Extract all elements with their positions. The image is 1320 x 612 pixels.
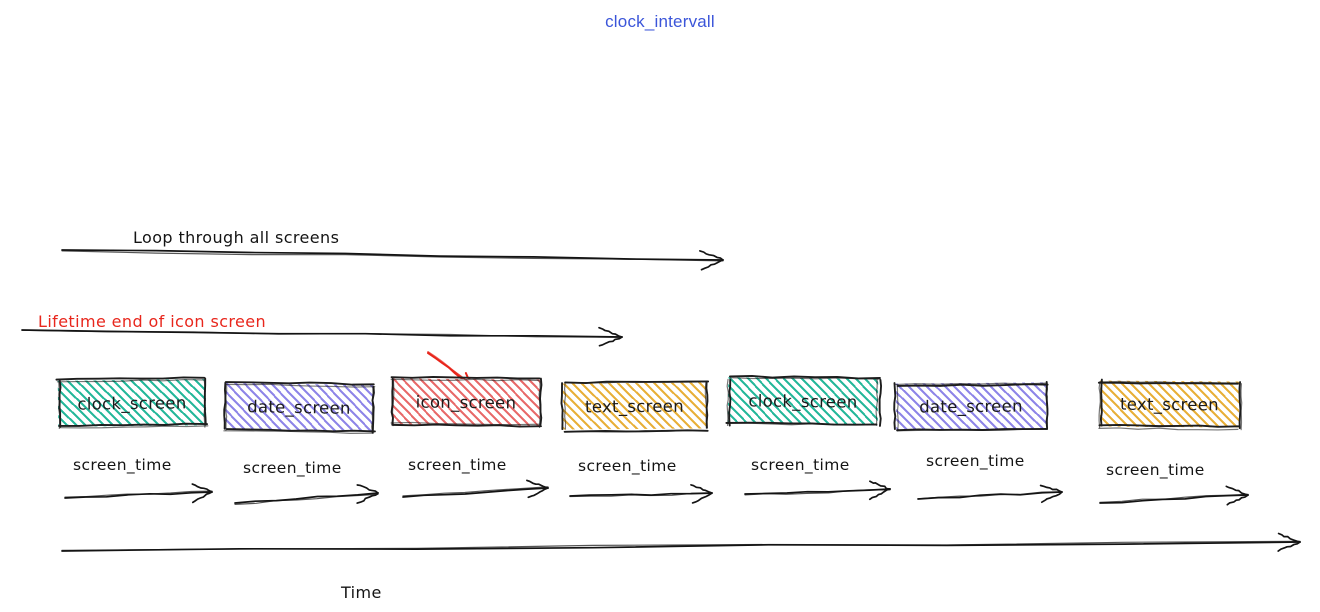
screen-box-label: date_screen — [919, 396, 1023, 416]
screen-time-arrow-0 — [64, 490, 213, 499]
screen-time-arrow-3 — [569, 492, 713, 498]
lifetime-arrow — [21, 329, 623, 338]
time-axis-label: Time — [341, 583, 382, 602]
screen-time-arrow-4-head — [868, 480, 891, 501]
screen-time-label-5: screen_time — [926, 452, 1025, 470]
screen-time-arrow-5-head — [1039, 484, 1063, 504]
page-title: clock_intervall — [605, 12, 715, 31]
screen-box-label: icon_screen — [415, 392, 517, 412]
screen-time-arrow-1-head — [356, 484, 379, 504]
screen-time-arrow-1 — [234, 492, 379, 505]
screen-time-arrow-0-head — [191, 483, 213, 504]
screen-box-label: clock_screen — [748, 390, 858, 412]
screen-box-date-screen-5[interactable]: date_screen — [893, 380, 1049, 432]
screen-time-label-3: screen_time — [578, 457, 677, 475]
screen-time-arrow-5 — [917, 491, 1063, 500]
screen-time-arrow-2-head — [526, 479, 549, 499]
screen-time-arrow-4 — [744, 488, 891, 496]
screen-box-text-screen-3[interactable]: text_screen — [560, 380, 710, 433]
screen-box-label: text_screen — [1119, 394, 1220, 414]
lifetime-arrow-label: Lifetime end of icon screen — [38, 312, 267, 331]
screen-box-icon-screen-2[interactable]: icon_screen — [390, 375, 543, 429]
loop-arrow-head — [699, 250, 724, 271]
screen-box-date-screen-1[interactable]: date_screen — [223, 381, 376, 435]
screen-time-label-2: screen_time — [408, 456, 507, 474]
loop-arrow — [61, 249, 724, 262]
screen-box-label: date_screen — [247, 396, 351, 418]
screen-box-text-screen-6[interactable]: text_screen — [1097, 378, 1243, 431]
screen-time-arrow-3-head — [690, 484, 713, 504]
screen-time-label-1: screen_time — [243, 459, 342, 477]
time-axis-arrow-head — [1277, 532, 1301, 552]
screen-box-label: text_screen — [584, 396, 685, 416]
time-axis-arrow — [61, 540, 1301, 552]
loop-arrow-label: Loop through all screens — [133, 228, 340, 247]
screen-box-label: clock_screen — [77, 392, 187, 414]
lifetime-arrow-head — [598, 326, 623, 347]
screen-box-clock-screen-0[interactable]: clock_screen — [55, 376, 209, 429]
screen-time-arrow-6-head — [1225, 485, 1249, 506]
screen-box-clock-screen-4[interactable]: clock_screen — [725, 375, 883, 427]
screen-time-label-6: screen_time — [1106, 461, 1205, 479]
screen-time-arrow-6 — [1099, 493, 1249, 504]
screen-time-label-0: screen_time — [73, 456, 172, 474]
screen-time-label-4: screen_time — [751, 456, 850, 474]
screen-time-arrow-2 — [402, 486, 549, 498]
